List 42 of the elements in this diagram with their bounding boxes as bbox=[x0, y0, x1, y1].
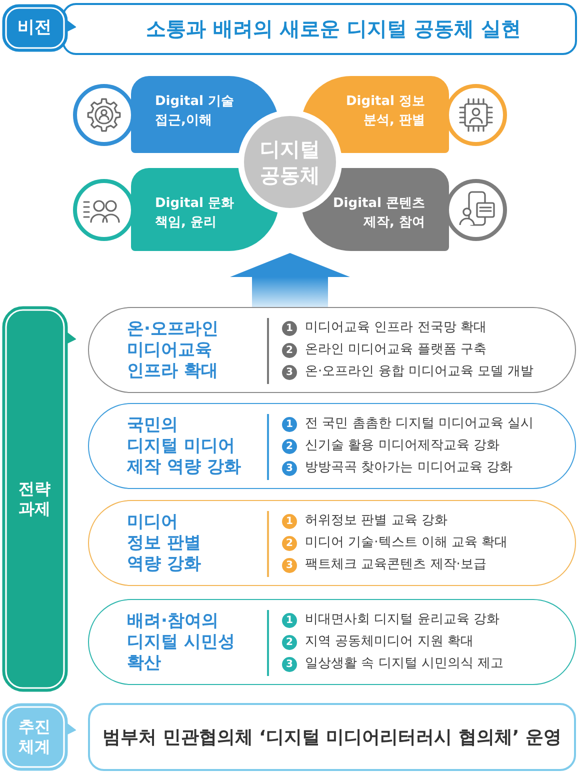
panel-heading: 온·오프라인 미디어교육 인프라 확대 bbox=[127, 319, 218, 382]
number-badge: 3 bbox=[282, 558, 297, 572]
petal-label: Digital 정보 분석, 판별 bbox=[346, 93, 425, 130]
banner-text: 소통과 배려의 새로운 디지털 공동체 실현 bbox=[146, 16, 521, 42]
panel-heading: 배려·참여의 디지털 시민성 확산 bbox=[127, 611, 235, 674]
outlined-banner bbox=[88, 703, 576, 771]
list-item: 방방곡곡 찾아가는 미디어교육 강화 bbox=[305, 459, 512, 477]
petal-label: Digital 기술 접근,이해 bbox=[155, 93, 234, 130]
petal-label: Digital 문화 책임, 윤리 bbox=[155, 195, 234, 232]
list-item: 지역 공동체미디어 지원 확대 bbox=[305, 633, 474, 651]
number-badge: 2 bbox=[282, 536, 297, 550]
panel-heading: 국민의 디지털 미디어 제작 역량 강화 bbox=[127, 415, 241, 478]
banner-text: 범부처 민관협의체 ‘디지털 미디어리터러시 협의체’ 운영 bbox=[102, 726, 562, 749]
list-item: 팩트체크 교육콘텐츠 제작·보급 bbox=[305, 556, 486, 574]
panel-heading: 미디어 정보 판별 역량 강화 bbox=[127, 512, 201, 575]
number-badge: 1 bbox=[282, 416, 297, 432]
bubble-label: 전략 과제 bbox=[18, 479, 50, 519]
number-badge: 1 bbox=[282, 320, 297, 336]
list-item: 미디어 기술·텍스트 이해 교육 확대 bbox=[305, 534, 508, 552]
list-item: 허위정보 판별 교육 강화 bbox=[305, 512, 448, 530]
list-item: 비대면사회 디지털 윤리교육 강화 bbox=[305, 611, 500, 629]
number-badge: 3 bbox=[282, 656, 297, 672]
number-badge: 2 bbox=[282, 342, 297, 358]
list-item: 전 국민 촘촘한 디지털 미디어교육 실시 bbox=[305, 415, 534, 433]
list-item: 미디어교육 인프라 전국망 확대 bbox=[305, 319, 486, 337]
number-badge: 2 bbox=[282, 634, 297, 650]
bubble-label: 비전 bbox=[18, 17, 52, 39]
speech-bubble bbox=[2, 703, 76, 771]
circle-label: 디지털 공동체 bbox=[260, 136, 320, 188]
number-badge: 3 bbox=[282, 460, 297, 476]
list-item: 온·오프라인 융합 미디어교육 모델 개발 bbox=[305, 363, 534, 381]
outlined-banner bbox=[62, 3, 577, 55]
number-badge: 1 bbox=[282, 514, 297, 528]
petal-label: Digital 콘텐츠 제작, 참여 bbox=[333, 195, 425, 232]
bubble-label: 추진 체계 bbox=[18, 717, 50, 757]
list-item: 일상생활 속 디지털 시민의식 제고 bbox=[305, 655, 504, 673]
number-badge: 3 bbox=[282, 364, 297, 380]
list-item: 신기술 활용 미디어제작교육 강화 bbox=[305, 437, 500, 455]
list-item: 온라인 미디어교육 플랫폼 구축 bbox=[305, 341, 486, 359]
number-badge: 1 bbox=[282, 612, 297, 628]
number-badge: 2 bbox=[282, 438, 297, 454]
speech-bubble bbox=[2, 306, 76, 692]
